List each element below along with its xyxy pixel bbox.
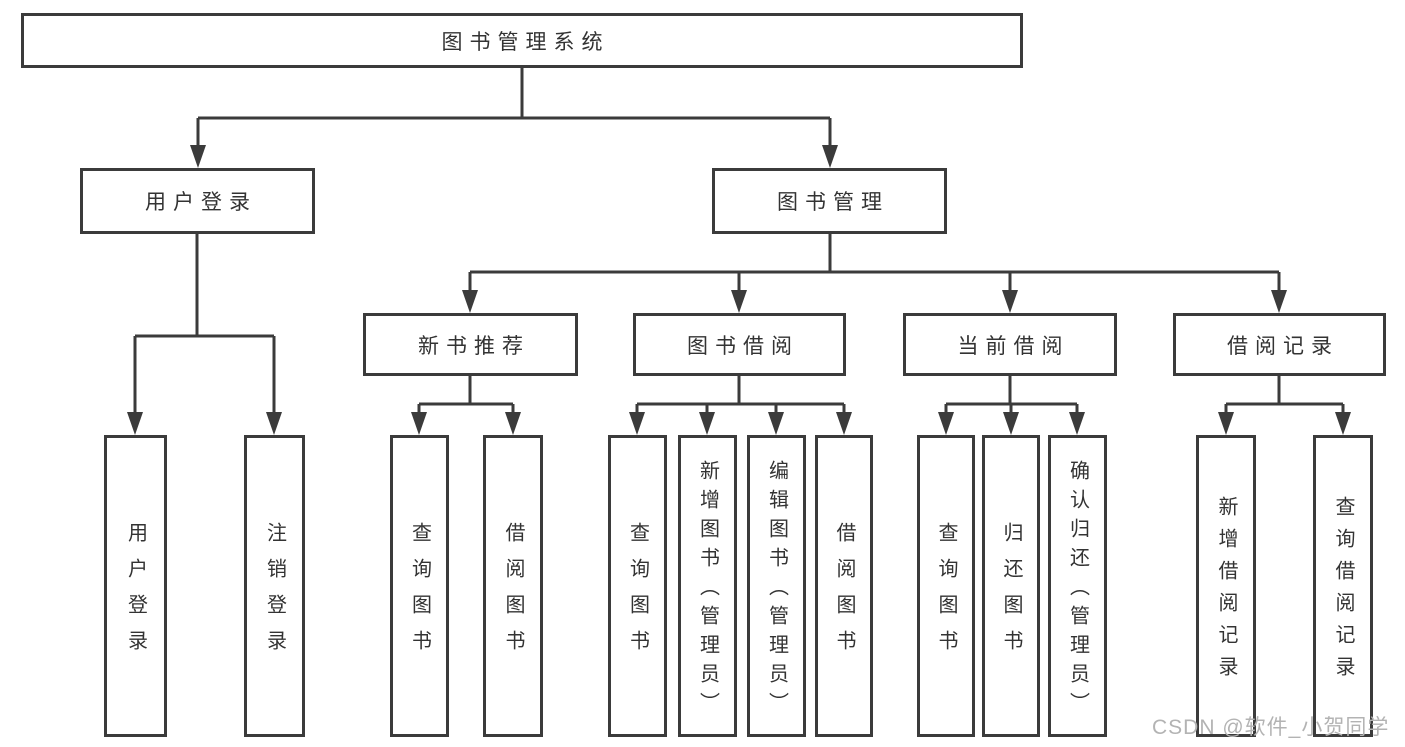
node-confirm-return-admin: 确认归还（管理员） — [1048, 435, 1107, 737]
node-borrow-books-2-label: 借阅图书 — [833, 522, 855, 666]
node-logout-leaf: 注销登录 — [244, 435, 305, 737]
node-edit-book-admin-label: 编辑图书（管理员） — [765, 460, 788, 721]
node-borrow-books-2: 借阅图书 — [815, 435, 873, 737]
node-return-books: 归还图书 — [982, 435, 1040, 737]
node-current-borrow: 当前借阅 — [903, 313, 1117, 376]
node-user-login: 用户登录 — [80, 168, 315, 234]
node-user-login-leaf-label: 用户登录 — [124, 522, 147, 666]
node-confirm-return-admin-label: 确认归还（管理员） — [1066, 460, 1089, 721]
node-new-book-recommend-label: 新书推荐 — [418, 334, 530, 358]
node-return-books-label: 归还图书 — [1000, 522, 1022, 666]
node-add-book-admin-label: 新增图书（管理员） — [696, 460, 719, 721]
node-current-borrow-label: 当前借阅 — [957, 334, 1070, 358]
node-root: 图书管理系统 — [21, 13, 1023, 68]
node-query-books-1-label: 查询图书 — [408, 522, 431, 666]
node-borrow-records: 借阅记录 — [1173, 313, 1386, 376]
node-query-books-3: 查询图书 — [917, 435, 975, 737]
node-user-login-label: 用户登录 — [145, 191, 257, 214]
node-query-books-1: 查询图书 — [390, 435, 449, 737]
node-add-borrow-record: 新增借阅记录 — [1196, 435, 1256, 737]
node-add-borrow-record-label: 新增借阅记录 — [1215, 496, 1237, 688]
node-borrow-books-1: 借阅图书 — [483, 435, 543, 737]
node-query-books-2: 查询图书 — [608, 435, 667, 737]
node-edit-book-admin: 编辑图书（管理员） — [747, 435, 806, 737]
node-book-management-label: 图书管理 — [777, 191, 889, 214]
node-query-borrow-record-label: 查询借阅记录 — [1332, 496, 1354, 688]
node-add-book-admin: 新增图书（管理员） — [678, 435, 737, 737]
node-borrow-records-label: 借阅记录 — [1227, 334, 1339, 358]
node-logout-leaf-label: 注销登录 — [263, 522, 286, 666]
node-query-borrow-record: 查询借阅记录 — [1313, 435, 1373, 737]
node-query-books-2-label: 查询图书 — [626, 522, 649, 666]
node-book-management: 图书管理 — [712, 168, 947, 234]
node-user-login-leaf: 用户登录 — [104, 435, 167, 737]
node-book-borrow: 图书借阅 — [633, 313, 846, 376]
node-book-borrow-label: 图书借阅 — [687, 334, 799, 358]
node-query-books-3-label: 查询图书 — [935, 522, 957, 666]
node-new-book-recommend: 新书推荐 — [363, 313, 578, 376]
csdn-watermark: CSDN @软件_小贺同学 — [1152, 716, 1390, 739]
node-root-label: 图书管理系统 — [441, 30, 610, 54]
node-borrow-books-1-label: 借阅图书 — [502, 522, 524, 666]
arrowheads — [127, 145, 1351, 435]
